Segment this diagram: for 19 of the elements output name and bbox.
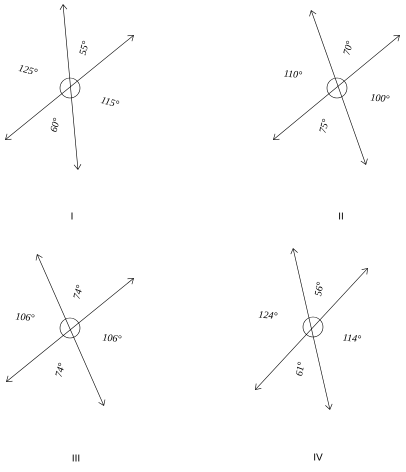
angle-label: 70° — [343, 40, 352, 56]
angle-label: 60° — [50, 118, 58, 132]
angle-label: 100° — [370, 94, 390, 102]
panel-number: III — [72, 454, 80, 462]
angle-label: 56° — [314, 282, 322, 296]
panel-number: II — [339, 212, 343, 220]
angle-label: 106° — [16, 313, 34, 321]
angle-label: 125° — [18, 65, 38, 74]
angle-label: 124° — [258, 311, 278, 319]
angle-label: 75° — [319, 118, 328, 134]
angle-label: 114° — [342, 334, 362, 342]
angle-label: 110° — [284, 70, 302, 78]
angle-label: 74° — [73, 284, 82, 300]
angle-label: 55° — [79, 40, 88, 56]
angle-label: 115° — [100, 97, 120, 106]
panel-number: IV — [314, 454, 323, 460]
angle-label: 61° — [296, 362, 304, 376]
angle-label: 74° — [55, 362, 64, 378]
angle-label: 106° — [102, 334, 122, 342]
